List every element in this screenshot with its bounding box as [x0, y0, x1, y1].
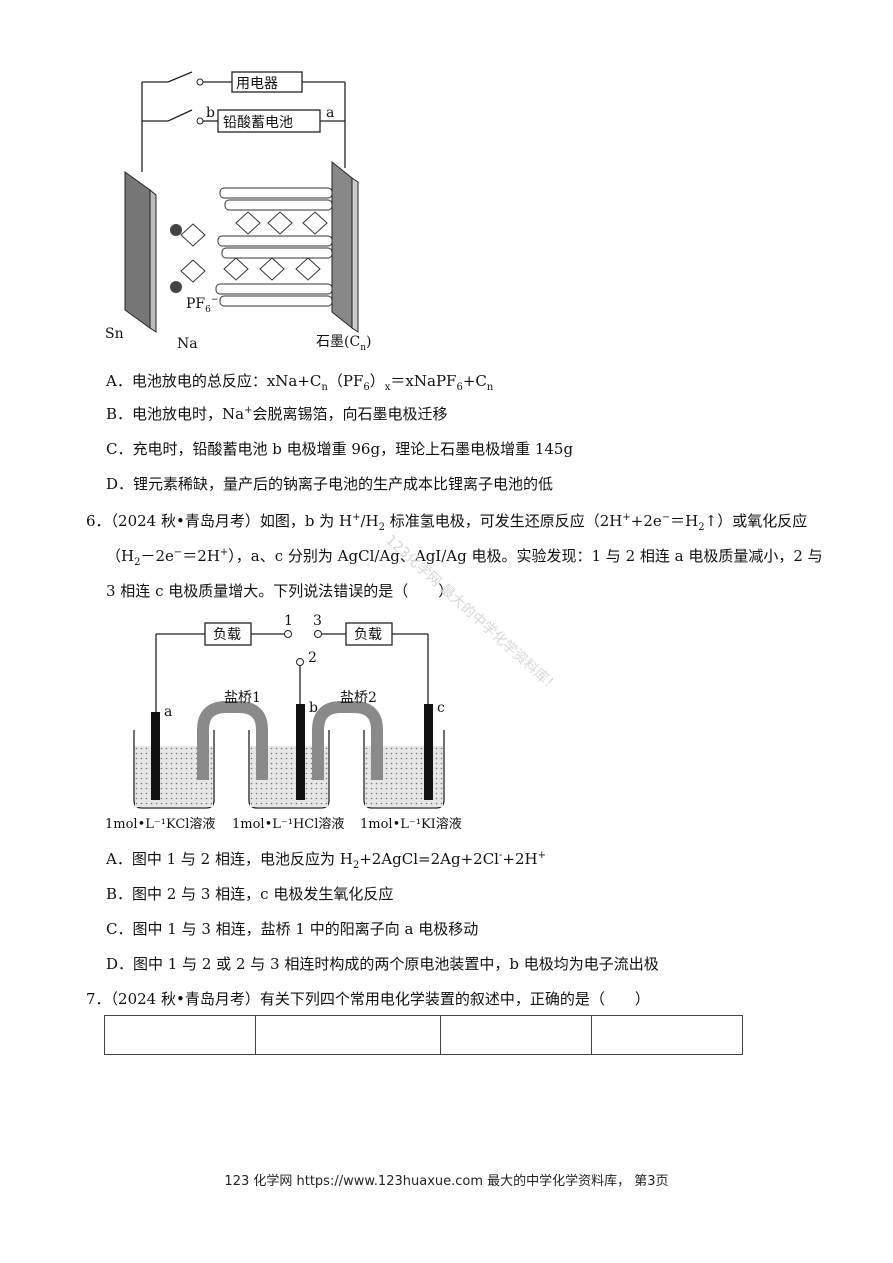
- kcl-solution-label: 1mol•L⁻¹KCl溶液: [105, 817, 215, 832]
- table-cell: [440, 1015, 592, 1055]
- q7-device-table: [104, 1015, 743, 1055]
- terminal-3-label: 3: [313, 613, 322, 629]
- page-footer: 123 化学网 https://www.123huaxue.com 最大的中学化…: [224, 1174, 669, 1189]
- q6-option-c: C．图中 1 与 3 相连，盐桥 1 中的阳离子向 a 电极移动: [106, 920, 479, 938]
- battery-label: 铅酸蓄电池: [223, 115, 293, 131]
- terminal-2-label: 2: [308, 650, 317, 666]
- q6-option-b: B．图中 2 与 3 相连，c 电极发生氧化反应: [106, 885, 394, 903]
- sn-label: Sn: [105, 326, 124, 342]
- load-left-label: 负载: [213, 627, 241, 643]
- q5-option-b: B．电池放电时，Na+会脱离锡箔，向石墨电极迁移: [106, 405, 448, 423]
- hcl-solution-label: 1mol•L⁻¹HCl溶液: [232, 817, 344, 832]
- pf6-label: PF6−: [186, 295, 218, 315]
- terminal-a-label: a: [326, 105, 334, 121]
- q7-stem: 7．（2024 秋•青岛月考）有关下列四个常用电化学装置的叙述中，正确的是（ ）: [86, 990, 650, 1008]
- ki-solution-label: 1mol•L⁻¹KI溶液: [360, 817, 462, 832]
- appliance-label: 用电器: [236, 76, 278, 92]
- three-cell-figure: 负载 负载 1 2 3 盐桥1 盐桥2 a b c 1mol•L⁻¹KCl溶液 …: [105, 613, 462, 832]
- q6-stem-line1: 6．（2024 秋•青岛月考）如图，b 为 H+/H2 标准氢电极，可发生还原反…: [86, 512, 808, 533]
- q5-option-d: D．锂元素稀缺，量产后的钠离子电池的生产成本比锂离子电池的低: [106, 475, 554, 493]
- q5-option-c: C．充电时，铅酸蓄电池 b 电极增重 96g，理论上石墨电极增重 145g: [106, 440, 574, 458]
- table-cell: [104, 1015, 256, 1055]
- electrode-c-label: c: [437, 700, 445, 716]
- load-right-label: 负载: [354, 627, 382, 643]
- terminal-1-label: 1: [284, 613, 293, 629]
- sodium-battery-figure: 用电器 铅酸蓄电池 b a Sn Na PF6− 石墨(Cn): [105, 71, 371, 353]
- electrode-b-label: b: [309, 700, 318, 716]
- q6-stem-line3: 3 相连 c 电极质量增大。下列说法错误的是（ ）: [106, 582, 454, 600]
- salt-bridge-2-label: 盐桥2: [340, 690, 377, 706]
- graphite-label: 石墨(Cn): [316, 334, 371, 353]
- table-cell: [255, 1015, 441, 1055]
- q6-option-d: D．图中 1 与 2 或 2 与 3 相连时构成的两个原电池装置中，b 电极均为…: [106, 955, 659, 973]
- q6-stem-line2: （H2－2e−＝2H+），a、c 分别为 AgCl/Ag、AgI/Ag 电极。实…: [106, 547, 823, 568]
- terminal-b-label: b: [206, 105, 215, 121]
- na-label: Na: [177, 336, 198, 352]
- q6-option-a: A．图中 1 与 2 相连，电池反应为 H2+2AgCl=2Ag+2Cl-+2H…: [106, 850, 546, 871]
- q5-option-a: A．电池放电的总反应：xNa+Cn（PF6）x＝xNaPF6+Cn: [106, 372, 494, 393]
- table-cell: [591, 1015, 743, 1055]
- salt-bridge-1-label: 盐桥1: [224, 690, 261, 706]
- electrode-a-label: a: [164, 704, 172, 720]
